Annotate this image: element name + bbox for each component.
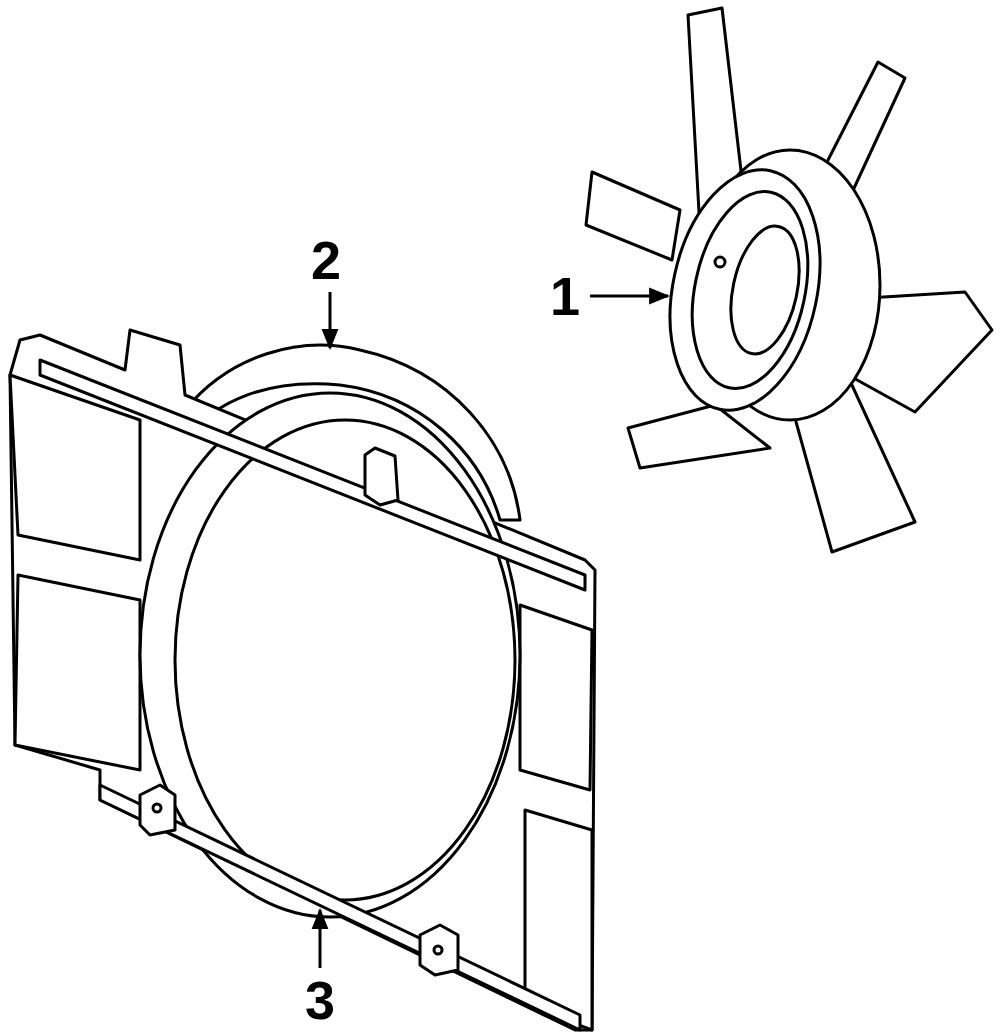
tab-hole [434,946,442,954]
frame-top-bar [40,360,585,590]
leader-line [319,910,322,968]
fan-blade [628,405,770,468]
frame-flange-left-lower [15,575,140,770]
callout-number: 3 [305,973,335,1027]
frame-tab [420,925,458,975]
fan-bore [720,220,810,360]
tab-hole [153,804,161,812]
leader-line [329,292,332,348]
frame-flange-right-upper [520,605,592,790]
fan-bolt-hole [715,257,725,267]
frame-tab [365,448,398,505]
fan-blade [586,172,680,260]
frame-tab [140,785,175,835]
callout-number: 1 [550,269,580,323]
callout-number: 2 [311,233,341,287]
leader-line [590,295,668,298]
shroud-frame [10,330,595,1030]
frame-bottom-bar [100,785,580,1030]
fan-hub-ring [649,156,841,425]
fan-hub-inner [675,181,824,399]
